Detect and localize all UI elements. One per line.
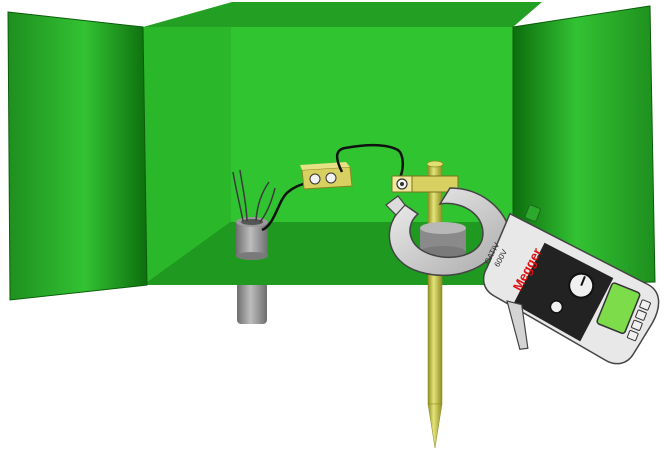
clamp-meter [482, 204, 660, 365]
box-roof [143, 2, 542, 27]
ground-rod [427, 163, 443, 405]
rod-clamp [391, 175, 459, 193]
terminal-block [300, 162, 353, 190]
indicator-led [524, 204, 541, 222]
right-door [512, 5, 656, 286]
bonding-cable [335, 144, 404, 179]
left-door [7, 11, 148, 301]
loose-wires [232, 169, 276, 223]
ground-pipe-lower [237, 282, 267, 324]
button-icon [626, 329, 639, 342]
button-icon [639, 299, 651, 311]
button-icon [635, 309, 647, 321]
clamp-meter-jaws [385, 187, 513, 277]
meter-screen [596, 282, 641, 335]
button-icon [630, 319, 643, 331]
jaw-lever [506, 300, 529, 350]
meter-buttons [626, 299, 651, 342]
pipe-stub [236, 217, 268, 260]
ground-rod-tip [427, 403, 443, 449]
